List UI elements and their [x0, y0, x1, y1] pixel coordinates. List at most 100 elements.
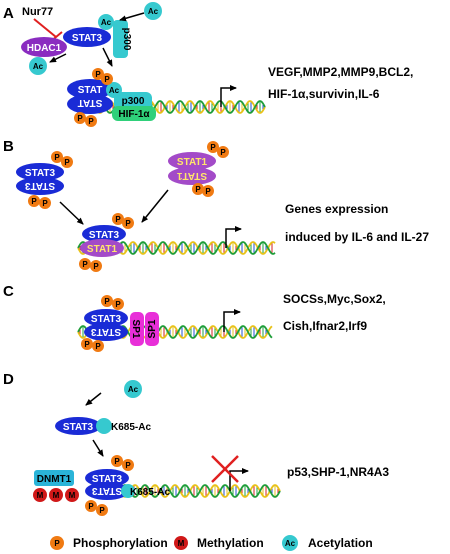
svg-text:STAT3: STAT3	[91, 485, 122, 496]
svg-text:STAT3: STAT3	[25, 168, 56, 179]
svg-text:STAT3: STAT3	[92, 474, 123, 485]
free-acetyl-group: Ac	[144, 2, 162, 20]
svg-text:P: P	[115, 215, 121, 224]
phospho-mark: P	[111, 455, 123, 467]
svg-text:Ac: Ac	[33, 62, 44, 71]
activation-arrow	[102, 47, 113, 67]
transcription-start-arrow	[220, 85, 237, 107]
stat3-stat1-complex: STAT3 STAT1	[80, 225, 126, 257]
svg-text:p300: p300	[122, 96, 145, 107]
acetyl-icon	[282, 535, 298, 551]
svg-text:STAT: STAT	[78, 97, 103, 108]
svg-text:P: P	[125, 461, 131, 470]
svg-text:P: P	[115, 300, 121, 309]
svg-text:Methylation: Methylation	[197, 536, 264, 550]
deacetylation-arrow	[49, 53, 67, 63]
svg-text:Ac: Ac	[109, 86, 120, 95]
stat3-dimer: STAT3 STAT3	[16, 163, 64, 195]
svg-text:Ac: Ac	[101, 18, 112, 27]
genes-b-line2: induced by IL-6 and IL-27	[285, 230, 429, 244]
binding-arrow	[92, 439, 104, 457]
phospho-mark: P	[92, 340, 104, 352]
nur77-label: Nur77	[22, 6, 53, 18]
genes-d-line1: p53,SHP-1,NR4A3	[287, 465, 389, 479]
svg-text:STAT: STAT	[78, 85, 103, 96]
transcription-start-arrow	[223, 309, 241, 332]
stat3-dimer: STAT3 STAT3 K685-Ac	[85, 469, 170, 500]
stat1-binding-arrow	[141, 189, 169, 223]
svg-text:P: P	[93, 262, 99, 271]
svg-text:Acetylation: Acetylation	[308, 536, 373, 550]
svg-text:P: P	[77, 114, 83, 123]
phospho-mark: P	[92, 68, 104, 80]
panel-d: D Ac STAT3 K685-Ac DNMT1 M M M STAT3 STA…	[3, 371, 389, 516]
phospho-marks-d: P P P P	[85, 455, 134, 516]
acetyl-mark: Ac	[98, 14, 114, 30]
p300-protein: p300	[113, 20, 132, 58]
svg-text:P: P	[42, 199, 48, 208]
transcription-start-arrow	[225, 226, 242, 248]
dnmt1-protein: DNMT1	[34, 470, 74, 486]
svg-text:STAT3: STAT3	[24, 180, 55, 191]
transcription-blocked-icon	[211, 455, 239, 483]
svg-text:K685-Ac: K685-Ac	[111, 422, 151, 433]
legend-phosphorylation: P Phosphorylation	[50, 536, 168, 550]
svg-text:HDAC1: HDAC1	[27, 43, 62, 54]
phospho-mark: P	[217, 146, 229, 158]
stat3-dimer: STAT3 STAT3	[84, 309, 128, 341]
panel-b: B STAT3 STAT3 STAT1 STAT1 STAT3 STAT1 P …	[3, 138, 429, 272]
svg-text:M: M	[178, 539, 185, 548]
svg-text:P: P	[84, 340, 90, 349]
legend: P Phosphorylation M Methylation Ac Acety…	[50, 535, 373, 551]
svg-text:P: P	[210, 143, 216, 152]
panel-b-letter: B	[3, 138, 14, 155]
svg-text:Ac: Ac	[285, 539, 296, 548]
phospho-mark: P	[61, 156, 73, 168]
phospho-mark: P	[85, 115, 97, 127]
phospho-mark: P	[79, 258, 91, 270]
methyl-mark: M	[49, 488, 63, 502]
phospho-mark: P	[207, 141, 219, 153]
svg-text:Phosphorylation: Phosphorylation	[73, 536, 168, 550]
svg-text:M: M	[37, 491, 44, 500]
svg-text:HIF-1α: HIF-1α	[118, 109, 150, 120]
phospho-mark: P	[81, 338, 93, 350]
phospho-mark: P	[39, 197, 51, 209]
phospho-marks-c: P P P P	[81, 295, 124, 352]
svg-text:P: P	[64, 158, 70, 167]
phospho-mark: P	[51, 151, 63, 163]
svg-text:P: P	[54, 153, 60, 162]
dna-helix	[119, 484, 281, 498]
removed-acetyl-group: Ac	[29, 57, 47, 75]
svg-text:P: P	[195, 185, 201, 194]
svg-text:Ac: Ac	[128, 385, 139, 394]
methyl-icon	[174, 536, 188, 550]
phospho-mark: P	[112, 213, 124, 225]
phospho-mark: P	[74, 112, 86, 124]
genes-a-line2: HIF-1α,survivin,IL-6	[268, 87, 380, 101]
hdac1-protein: HDAC1	[21, 37, 67, 57]
stat3-protein: STAT3 K685-Ac	[55, 417, 151, 435]
svg-text:P: P	[104, 75, 110, 84]
panel-a-letter: A	[3, 5, 14, 22]
phospho-marks-b: P P P P P P P P P P P P	[28, 141, 229, 272]
panel-a: A Nur77 HDAC1 STAT3 Ac p300 Ac	[3, 2, 413, 127]
dna-strand	[119, 484, 281, 498]
svg-text:P: P	[205, 187, 211, 196]
stat1-dimer: STAT1 STAT1	[168, 152, 216, 185]
svg-text:p300: p300	[121, 28, 132, 51]
svg-text:P: P	[54, 539, 60, 548]
svg-text:P: P	[104, 297, 110, 306]
phospho-mark: P	[101, 295, 113, 307]
svg-text:P: P	[88, 502, 94, 511]
acetyl-transfer-arrow	[119, 12, 145, 22]
svg-text:STAT3: STAT3	[89, 230, 120, 241]
svg-text:M: M	[69, 491, 76, 500]
phospho-mark: P	[101, 73, 113, 85]
phospho-mark: P	[112, 298, 124, 310]
phospho-marks-a: P P P P	[74, 68, 113, 127]
acetylation-arrow	[85, 392, 102, 406]
genes-c-line2: Cish,Ifnar2,Irf9	[283, 319, 367, 333]
svg-text:DNMT1: DNMT1	[37, 474, 72, 485]
